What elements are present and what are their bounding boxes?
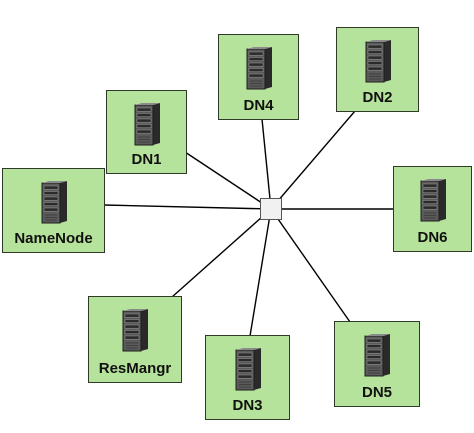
link-hub-dn3 xyxy=(249,208,272,337)
node-dn4: DN4 xyxy=(218,34,299,120)
node-namenode: NameNode xyxy=(2,168,105,253)
server-tower-icon xyxy=(122,309,148,352)
server-tower-icon xyxy=(420,179,446,222)
node-dn2: DN2 xyxy=(336,27,419,112)
node-resmangr: ResMangr xyxy=(88,296,182,383)
server-tower-icon xyxy=(134,103,160,146)
node-label: DN4 xyxy=(243,97,274,114)
link-hub-dn1 xyxy=(184,151,272,210)
server-tower-icon xyxy=(364,334,390,377)
node-label: DN1 xyxy=(131,151,162,168)
node-dn1: DN1 xyxy=(106,90,187,174)
node-dn6: DN6 xyxy=(393,166,472,252)
link-hub-dn2 xyxy=(270,110,356,210)
node-label: DN2 xyxy=(362,89,393,106)
node-label: DN3 xyxy=(232,397,263,414)
link-hub-dn5 xyxy=(270,208,351,323)
server-tower-icon xyxy=(235,348,261,391)
node-label: ResMangr xyxy=(98,360,172,377)
link-hub-dn4 xyxy=(261,118,272,210)
server-tower-icon xyxy=(41,181,67,224)
server-tower-icon xyxy=(365,40,391,83)
network-switch-icon xyxy=(260,198,282,220)
node-label: DN6 xyxy=(417,229,448,246)
node-label: DN5 xyxy=(361,384,392,401)
node-dn5: DN5 xyxy=(334,321,420,407)
link-hub-namenode xyxy=(103,204,272,210)
link-hub-resmangr xyxy=(171,208,272,298)
server-tower-icon xyxy=(246,47,272,90)
node-label: NameNode xyxy=(14,230,93,247)
node-dn3: DN3 xyxy=(205,335,290,420)
